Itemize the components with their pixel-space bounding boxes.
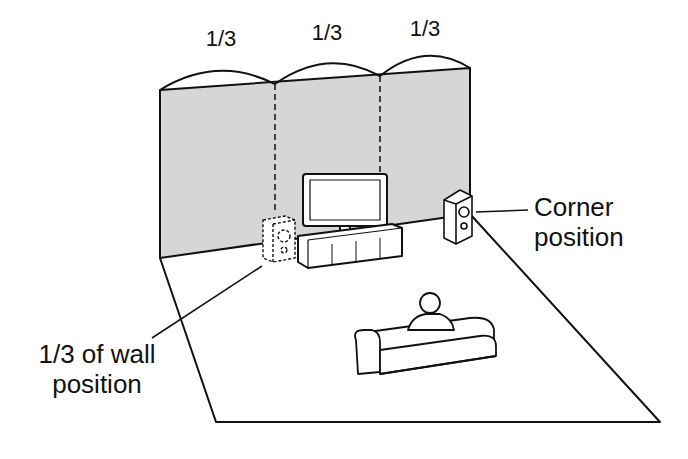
tv-screen <box>310 180 380 220</box>
position-label: 1/3 of wall position <box>12 340 182 400</box>
tv-frame <box>303 174 387 226</box>
cabinet-edge <box>307 240 308 268</box>
third-arc <box>380 56 470 76</box>
back-wall <box>160 68 470 258</box>
third-arc <box>160 71 275 90</box>
fraction-label: 1/3 <box>203 26 239 51</box>
speaker-corner <box>444 190 472 244</box>
cabinet-door <box>332 244 333 265</box>
cabinet-door <box>380 238 381 259</box>
fraction-label: 1/3 <box>309 20 345 45</box>
cabinet-edge <box>308 228 402 240</box>
person <box>408 293 454 330</box>
fraction-label: 1/3 <box>407 16 443 41</box>
leader-line <box>152 266 262 338</box>
third-arc <box>275 63 380 84</box>
position-label: Corner position <box>534 193 664 253</box>
third-divider <box>274 84 276 214</box>
tv-cabinet <box>298 224 402 268</box>
leader-line <box>476 210 528 212</box>
speaker-third-position <box>263 216 295 262</box>
cabinet-door <box>356 241 357 262</box>
